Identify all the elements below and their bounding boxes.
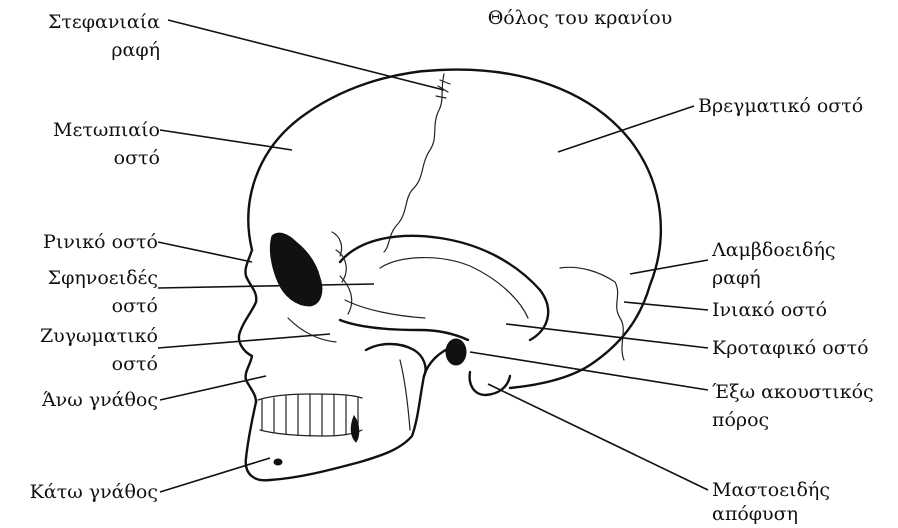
label-nasal-bone: Ρινικό οστό bbox=[10, 230, 158, 254]
label-mandible: Κάτω γνάθος bbox=[10, 480, 158, 504]
orbit bbox=[270, 233, 321, 306]
label-frontal-bone: Μετωπιαίο οστό bbox=[10, 116, 160, 172]
label-occipital-bone: Ινιακό οστό bbox=[712, 298, 882, 322]
label-maxilla: Άνω γνάθος bbox=[10, 388, 158, 412]
teeth-lower bbox=[260, 430, 362, 436]
zygomatic-arch bbox=[340, 320, 468, 340]
label-parietal-bone: Βρεγματικό οστό bbox=[698, 94, 893, 118]
diagram-title: Θόλος του κρανίου bbox=[470, 6, 690, 30]
label-coronal-suture: Στεφανιαία ραφή bbox=[10, 8, 160, 64]
label-zygomatic-bone: Ζυγωματικό οστό bbox=[10, 322, 158, 378]
leader-lines bbox=[158, 20, 708, 492]
label-external-auditory-meatus: Έξω ακουστικός πόρος bbox=[712, 378, 892, 434]
label-temporal-bone: Κροταφικό οστό bbox=[712, 336, 892, 360]
ear-canal bbox=[446, 339, 466, 365]
label-mastoid-process: Μαστοειδής απόφυση bbox=[712, 478, 872, 526]
coronal-suture-line bbox=[384, 74, 444, 252]
temporal-arc bbox=[340, 236, 548, 340]
label-sphenoid-bone: Σφηνοειδές οστό bbox=[10, 264, 158, 320]
skull-drawing bbox=[239, 70, 661, 481]
label-lambdoid-suture: Λαμβδοειδής ραφή bbox=[712, 236, 862, 292]
